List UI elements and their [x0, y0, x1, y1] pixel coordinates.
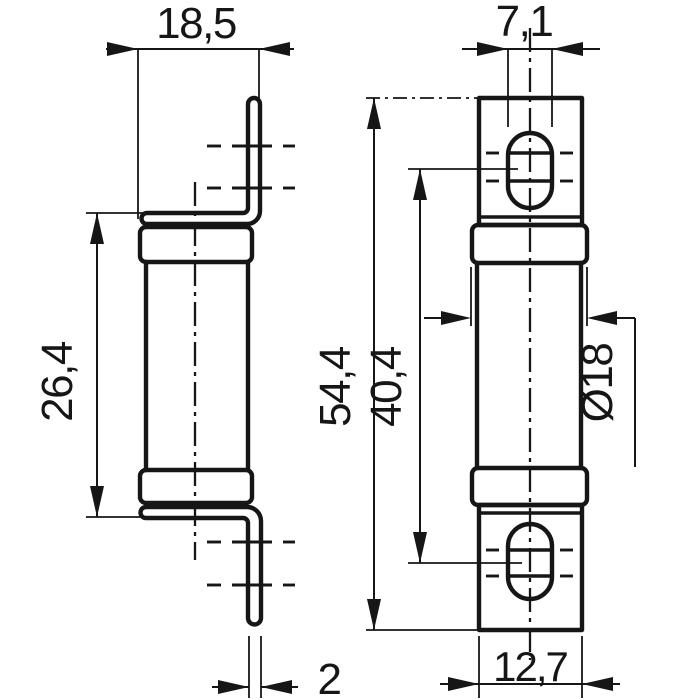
- dim-label-54-4: 54,4: [311, 346, 360, 427]
- dimension-arrow-down: [367, 599, 381, 630]
- dim-label-12-7: 12,7: [493, 643, 567, 690]
- dim-label-2: 2: [318, 655, 341, 700]
- front-top-end-cap: [469, 222, 590, 266]
- dimension-arrow-right: [261, 680, 292, 694]
- dim-contact-span: 26,4: [33, 212, 148, 518]
- dimension-arrow-right: [587, 311, 617, 325]
- dim-label-40-4: 40,4: [362, 346, 411, 427]
- dimension-arrow-left: [441, 311, 471, 325]
- dim-label-7-1: 7,1: [496, 0, 553, 46]
- side-top-blade-bracket: [139, 95, 263, 227]
- dim-label-26-4: 26,4: [33, 341, 82, 422]
- dimension-arrow-up: [90, 213, 104, 244]
- dimension-arrow-down: [90, 486, 104, 517]
- front-bottom-slot-hole: [505, 521, 555, 602]
- dimension-arrow-left: [218, 680, 249, 694]
- dimension-arrow-right: [552, 42, 583, 56]
- side-bottom-blade-bracket: [138, 504, 264, 627]
- dim-body-diameter: Ø18: [424, 267, 636, 467]
- front-bottom-slot-side-dashes: [486, 548, 573, 578]
- dimension-arrow-left: [107, 42, 138, 56]
- dim-label-18-5: 18,5: [156, 0, 236, 48]
- side-bottom-end-cap: [137, 467, 255, 506]
- front-top-slot-side-dashes: [486, 151, 573, 183]
- dimension-arrow-left: [448, 677, 479, 691]
- dimension-arrow-right: [582, 677, 613, 691]
- dimension-arrow-down: [413, 532, 427, 563]
- dim-overall-length: 54,4: [311, 97, 477, 631]
- front-view: 7,1 54,4 40,4 Ø: [311, 0, 636, 698]
- dim-blade-width: 12,7: [440, 636, 620, 698]
- side-bottom-blade-hidden-hole-lines: [207, 540, 295, 587]
- front-bottom-blade: [476, 502, 585, 633]
- dimension-arrow-left: [477, 42, 508, 56]
- dimension-arrow-up: [413, 169, 427, 200]
- dim-slot-width: 7,1: [462, 0, 600, 127]
- dim-blade-thickness: 2: [212, 636, 342, 700]
- dimension-arrow-up: [367, 98, 381, 129]
- dimension-arrow-right: [259, 42, 290, 56]
- dim-label-diameter-18: Ø18: [573, 344, 622, 423]
- front-top-slot-hole: [505, 130, 555, 211]
- side-view: 18,5 26,4 2: [33, 0, 342, 700]
- dim-hole-center-distance: 40,4: [362, 168, 522, 564]
- side-top-blade-hidden-hole-lines: [207, 144, 295, 190]
- side-top-end-cap: [137, 224, 255, 265]
- dim-bracket-depth: 18,5: [106, 0, 294, 219]
